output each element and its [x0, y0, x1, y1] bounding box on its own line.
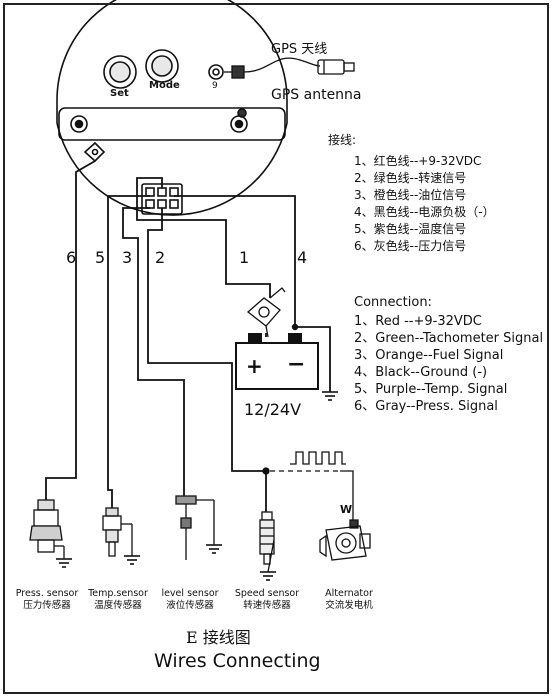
pressure-sensor-caption: Press. sensor 压力传感器	[10, 588, 84, 612]
pressure-sensor-drawing	[29, 499, 65, 559]
set-button[interactable]: Set	[110, 88, 129, 99]
connection-cn-item: 1、红色线--+9-32VDC	[354, 154, 482, 168]
sensor-name-en: Alternator	[325, 588, 373, 599]
battery-voltage-label: 12/24V	[244, 400, 302, 419]
ignition-switch	[246, 287, 286, 338]
diagram-title-cn: E 接线图	[186, 628, 251, 647]
connection-en-item: 2、Green--Tachometer Signal	[354, 331, 544, 346]
connection-en-item: 5、Purple--Temp. Signal	[354, 382, 508, 397]
temp-sensor-drawing	[102, 507, 133, 557]
sensor-name-en: Temp.sensor	[88, 588, 148, 599]
sensor-name-cn: 交流发电机	[325, 600, 373, 611]
gps-label-en: GPS antenna	[271, 87, 362, 103]
connection-cn-item: 6、灰色线--压力信号	[354, 239, 467, 253]
connection-cn-title: 接线:	[328, 133, 357, 147]
wire-number-1: 1	[239, 248, 250, 267]
wire-number-6: 6	[66, 248, 77, 267]
connection-cn-item: 3、橙色线--油位信号	[354, 188, 467, 202]
sensor-name-en: level sensor	[161, 588, 219, 599]
mode-button[interactable]: Mode	[149, 80, 180, 91]
gps-antenna-plug	[317, 59, 345, 75]
gauge-mount-bar	[58, 107, 286, 141]
sensor-name-en: Speed sensor	[234, 588, 300, 599]
gps-label-cn: GPS 天线	[271, 42, 328, 57]
speed-sensor-drawing	[259, 511, 275, 573]
wire-number-4: 4	[297, 248, 308, 267]
connection-cn-item: 2、绿色线--转速信号	[354, 171, 467, 185]
wire-number-5: 5	[95, 248, 106, 267]
battery-plus-sign: +	[246, 354, 263, 378]
gps-cable	[243, 57, 321, 73]
sensor-name-cn: 压力传感器	[23, 600, 71, 611]
wire-number-2: 2	[155, 248, 166, 267]
battery-minus-sign: −	[287, 352, 306, 377]
connection-en-item: 1、Red --+9-32VDC	[354, 314, 482, 329]
gps-pin-label: 9	[212, 81, 218, 91]
connection-cn-list: 1、红色线--+9-32VDC 2、绿色线--转速信号 3、橙色线--油位信号 …	[354, 153, 495, 255]
mode-button-ring	[145, 49, 179, 83]
battery-symbol	[235, 323, 319, 390]
alternator-caption: Alternator 交流发电机	[312, 588, 386, 612]
speed-sensor-caption: Speed sensor 转速传感器	[230, 588, 304, 612]
signal-wires	[45, 160, 331, 512]
wire-number-3: 3	[122, 248, 133, 267]
sensor-name-cn: 温度传感器	[94, 600, 142, 611]
mount-hole-left	[70, 115, 88, 133]
ground-symbols	[56, 391, 338, 581]
connection-en-title: Connection:	[354, 295, 432, 310]
alternator-drawing	[319, 519, 371, 561]
mount-hole-right	[230, 115, 248, 133]
pulse-waveform	[262, 451, 354, 520]
connection-cn-item: 4、黑色线--电源负极（-）	[354, 205, 495, 219]
connection-en-item: 6、Gray--Press. Signal	[354, 399, 498, 414]
level-sensor-drawing	[175, 495, 215, 560]
sensor-name-cn: 转速传感器	[243, 600, 291, 611]
connection-en-item: 4、Black--Ground (-)	[354, 365, 488, 380]
gauge-body	[56, 0, 288, 216]
connection-cn-item: 5、紫色线--温度信号	[354, 222, 467, 236]
temp-sensor-caption: Temp.sensor 温度传感器	[84, 588, 152, 612]
level-sensor-caption: level sensor 液位传感器	[156, 588, 224, 612]
diagram-title-en: Wires Connecting	[154, 650, 321, 672]
alternator-terminal-label: W	[340, 503, 353, 516]
connection-en-item: 3、Orange--Fuel Signal	[354, 348, 504, 363]
connection-en-list: 1、Red --+9-32VDC 2、Green--Tachometer Sig…	[354, 313, 543, 415]
sensor-name-cn: 液位传感器	[166, 600, 214, 611]
set-button-ring	[103, 55, 137, 89]
sensor-name-en: Press. sensor	[15, 588, 79, 599]
